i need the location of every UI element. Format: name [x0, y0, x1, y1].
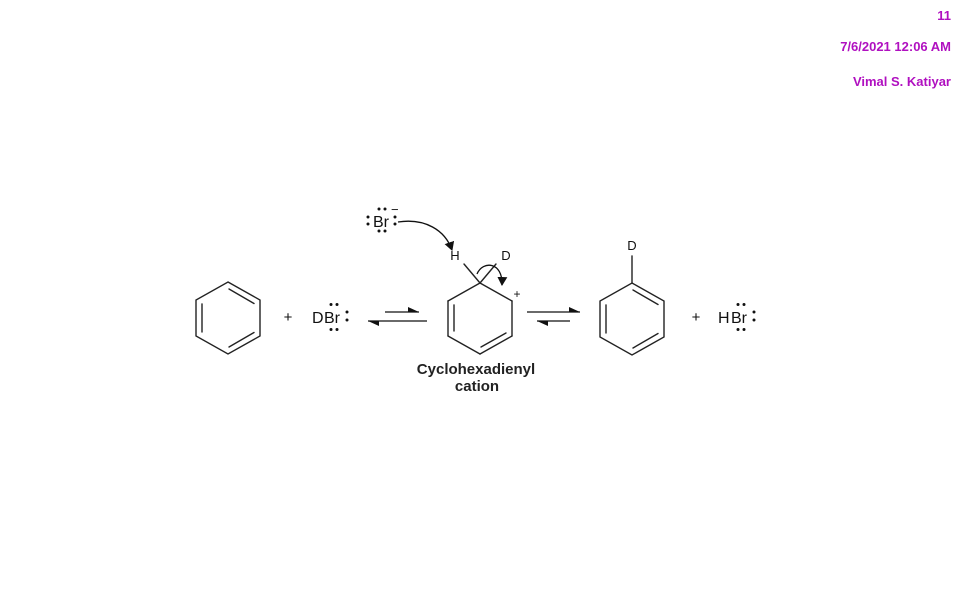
dbr-lone-pairs [329, 303, 349, 331]
bromide-charge: − [391, 202, 399, 217]
cyclohexadienyl-cation [447, 263, 513, 355]
intermediate-charge: + [513, 287, 520, 301]
curved-arrow-bond-electrons [476, 264, 508, 286]
curved-arrow-bromide-attack [397, 220, 455, 251]
hydrogen-bromide: H Br [718, 303, 756, 331]
deuterobenzene-product [599, 255, 665, 356]
intermediate-h-label: H [450, 248, 459, 263]
product-d-label: D [627, 238, 636, 253]
deuterium-bromide: D Br [312, 303, 349, 331]
equilibrium-arrow-2 [527, 307, 580, 326]
slide-author: Vimal S. Katiyar [852, 74, 951, 89]
hbr-br-label: Br [731, 310, 748, 327]
bromide-br-label: Br [373, 214, 390, 231]
slide-date-time: 7/6/2021 12:06 AM [840, 39, 951, 54]
dbr-d-label: D [312, 310, 324, 327]
plus-sign-1: + [284, 309, 293, 326]
slide-number: 11 [937, 8, 951, 23]
intermediate-d-label: D [501, 248, 510, 263]
hbr-lone-pairs [736, 303, 756, 331]
equilibrium-arrow-1 [368, 307, 427, 326]
hbr-h-label: H [718, 310, 730, 327]
plus-sign-2: + [692, 309, 701, 326]
intermediate-caption-line2: cation [455, 378, 499, 395]
benzene-reactant [195, 281, 261, 355]
bromide-ion: Br − [366, 202, 399, 233]
intermediate-caption-line1: Cyclohexadienyl [417, 361, 535, 378]
dbr-br-label: Br [324, 310, 341, 327]
